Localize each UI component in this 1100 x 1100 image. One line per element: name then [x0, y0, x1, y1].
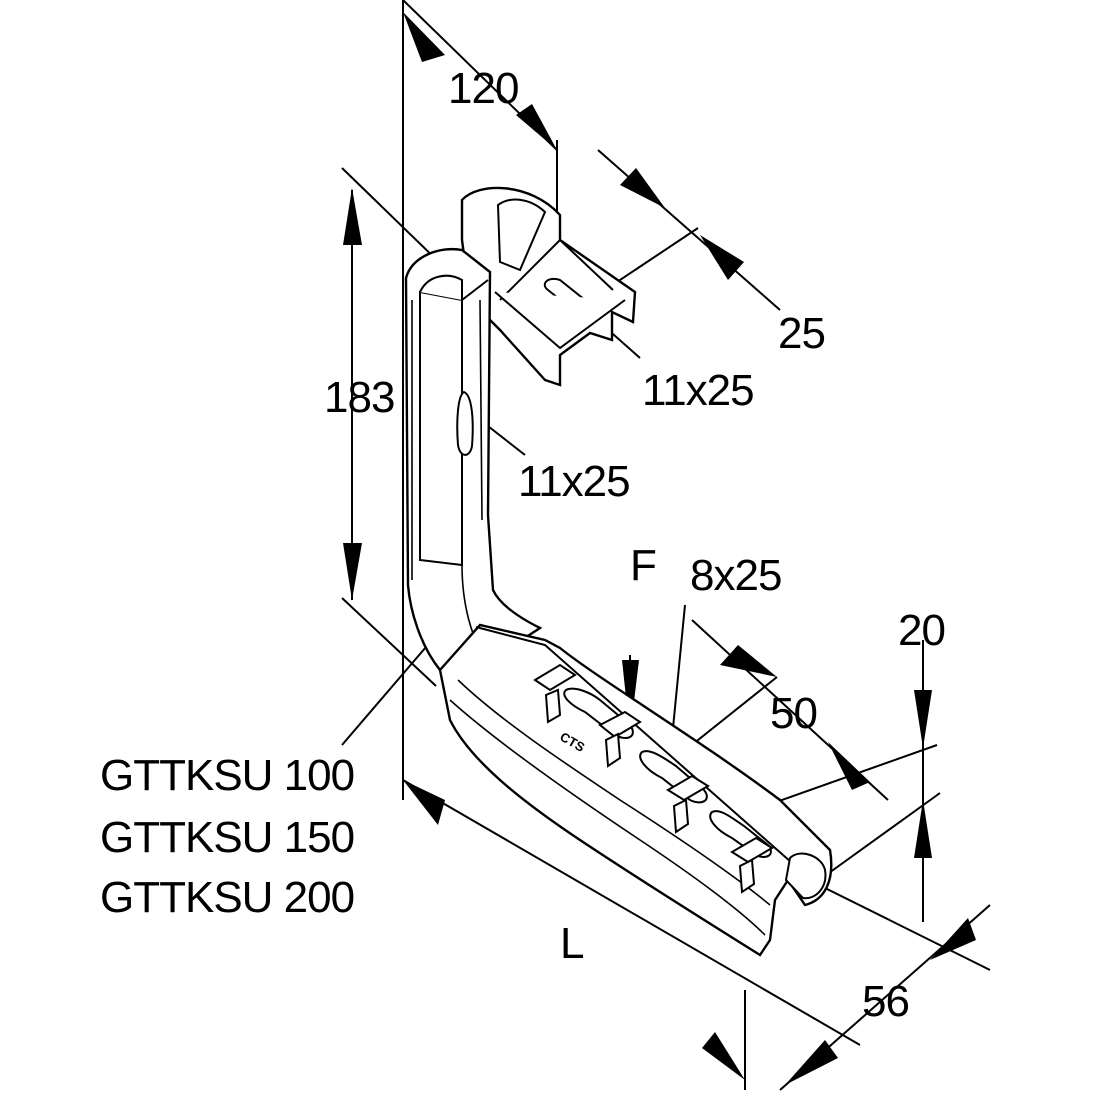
dimension-flange-width: 25: [778, 309, 825, 358]
product-code: GTTKSU 100: [100, 751, 354, 800]
dimension-arrows: [343, 12, 976, 1085]
dimension-lip-height: 20: [898, 606, 945, 655]
bracket-body: [404, 186, 833, 957]
dimension-top-width: 120: [448, 64, 518, 113]
dimension-force: F: [630, 541, 656, 590]
labels: 120 183 25 11x25 11x25 F 8x25 20 50 56 L…: [100, 64, 946, 1026]
product-code: GTTKSU 150: [100, 813, 354, 862]
product-code: GTTKSU 200: [100, 873, 354, 922]
dimension-arm-slot: 8x25: [690, 551, 781, 600]
dimension-arm-width: 50: [770, 689, 817, 738]
dimension-length: L: [560, 919, 584, 968]
dimension-vertical-slot: 11x25: [518, 457, 630, 506]
dimension-base-depth: 56: [862, 977, 909, 1026]
dimension-height: 183: [324, 373, 394, 422]
arm-tabs: [533, 663, 774, 894]
dimension-top-slot: 11x25: [642, 366, 754, 415]
